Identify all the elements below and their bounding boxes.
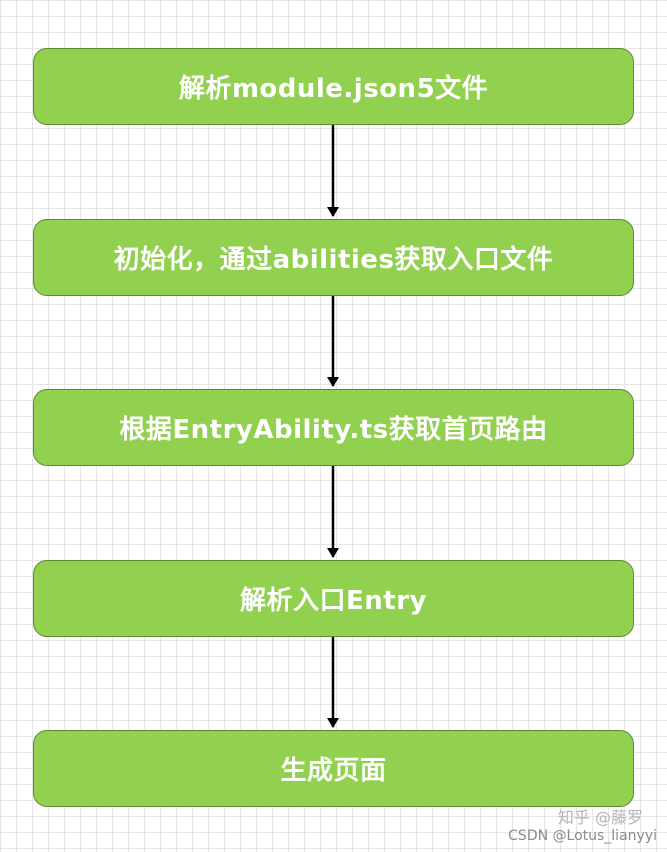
step-parse-module-json5: 解析module.json5文件 [33, 48, 634, 125]
step-parse-entry: 解析入口Entry [33, 560, 634, 637]
zhihu-watermark: 知乎 @藤罗 [557, 808, 643, 827]
step-get-home-route: 根据EntryAbility.ts获取首页路由 [33, 389, 634, 466]
step-generate-page: 生成页面 [33, 730, 634, 807]
csdn-watermark: CSDN @Lotus_lianyyi [508, 828, 657, 844]
watermark: 知乎 @藤罗 CSDN @Lotus_lianyyi [508, 808, 657, 844]
step-init-abilities: 初始化，通过abilities获取入口文件 [33, 219, 634, 296]
